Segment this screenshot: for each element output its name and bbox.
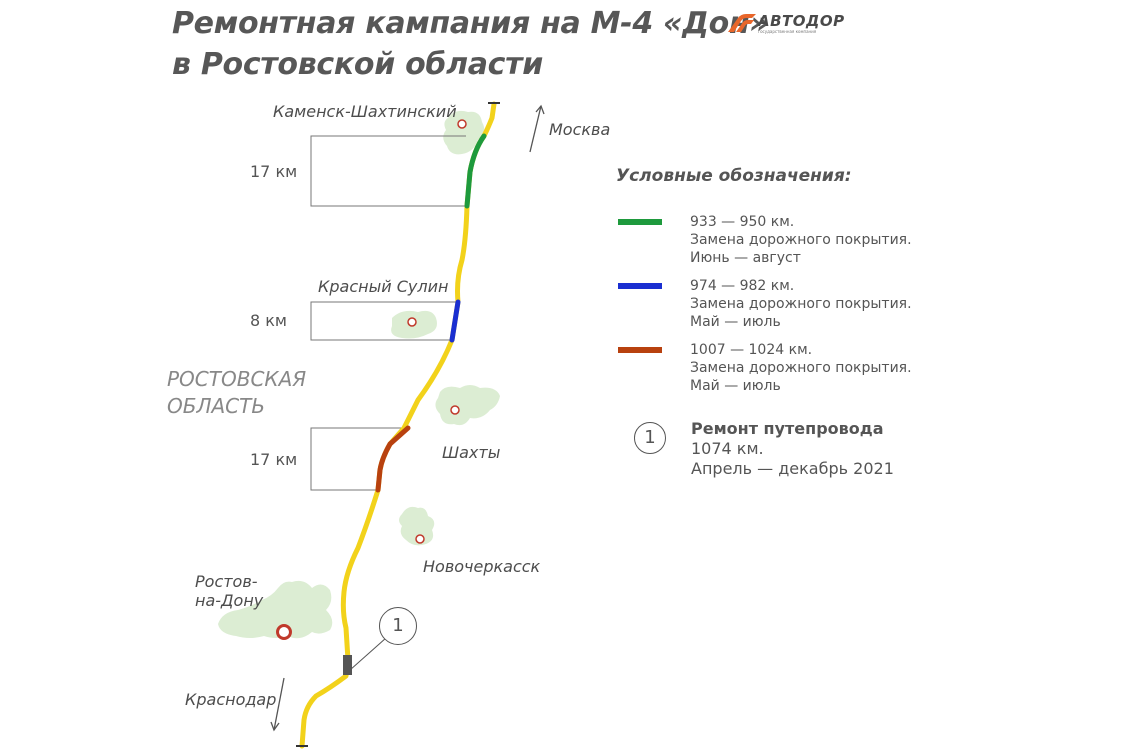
overpass-block <box>343 655 352 675</box>
legend-swatch-blue <box>618 283 662 289</box>
direction-label-south: Краснодар <box>185 690 277 709</box>
overpass-marker: 1 <box>379 607 417 645</box>
city-marker-kamensk <box>457 119 467 129</box>
avtodor-logo-icon <box>728 14 756 32</box>
logo-text: АВТОДОР <box>758 12 845 30</box>
segment-length-1: 17 км <box>250 162 298 181</box>
city-marker-shakhty <box>450 405 460 415</box>
legend-overpass-text: Ремонт путепровода 1074 км. Апрель — дек… <box>691 419 894 478</box>
arrow-south-icon <box>270 677 285 732</box>
city-marker-novocherkassk <box>415 534 425 544</box>
logo-subtext: государственная компания <box>758 29 817 34</box>
city-label-kamensk: Каменск-Шахтинский <box>273 102 457 121</box>
segment-length-2: 8 км <box>250 311 287 330</box>
segment-bracket-3 <box>310 427 408 491</box>
segment-bracket-2 <box>310 301 458 341</box>
avtodor-logo: АВТОДОР государственная компания <box>726 12 846 38</box>
road-segment-green <box>464 133 487 209</box>
legend-text-red: 1007 — 1024 км. Замена дорожного покрыти… <box>690 342 912 394</box>
road-segment-red <box>375 425 411 493</box>
region-label: РОСТОВСКАЯ ОБЛАСТЬ <box>167 367 307 418</box>
legend-text-blue: 974 — 982 км. Замена дорожного покрытия.… <box>690 278 912 330</box>
segment-bracket-1 <box>310 135 466 207</box>
city-label-novocherkassk: Новочеркасск <box>423 557 541 576</box>
city-area-novocherkassk <box>399 506 435 546</box>
arrow-north-icon <box>529 104 545 153</box>
segment-length-3: 17 км <box>250 450 298 469</box>
city-area-rostov <box>218 580 333 639</box>
direction-label-north: Москва <box>549 120 611 139</box>
city-label-shakhty: Шахты <box>442 443 501 462</box>
legend-swatch-green <box>618 219 662 225</box>
legend-text-green: 933 — 950 км. Замена дорожного покрытия.… <box>690 214 912 266</box>
page-title: Ремонтная кампания на М-4 «Дон» <box>172 6 769 41</box>
overpass-leader <box>349 637 387 671</box>
road-segment-blue <box>449 299 461 343</box>
legend-overpass-marker: 1 <box>634 422 666 454</box>
city-label-rostov: Ростов- на-Дону <box>195 572 264 610</box>
city-area-shakhty <box>435 385 500 426</box>
legend-title: Условные обозначения: <box>616 166 852 186</box>
page-subtitle: в Ростовской области <box>172 47 543 82</box>
city-marker-rostov <box>276 624 292 640</box>
city-area-kamensk <box>443 110 485 155</box>
city-label-krasny-sulin: Красный Сулин <box>318 277 449 296</box>
city-marker-krasny-sulin <box>407 317 417 327</box>
legend-swatch-red <box>618 347 662 353</box>
